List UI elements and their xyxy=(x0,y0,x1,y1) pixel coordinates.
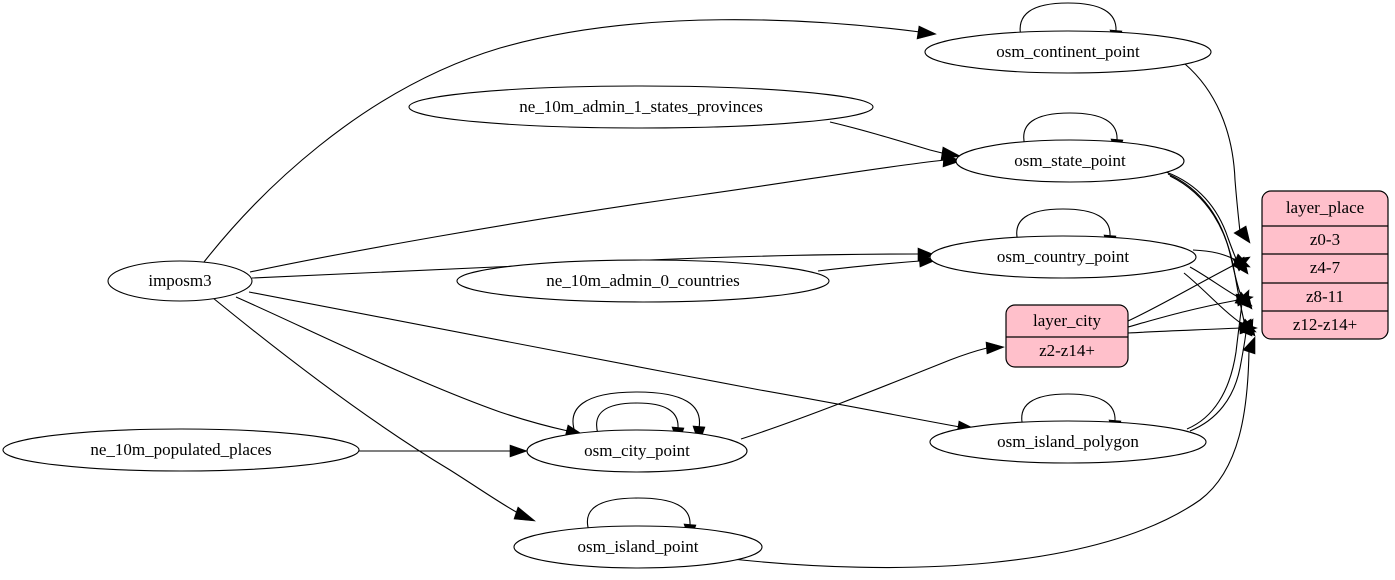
node-ne_10m_populated_places[interactable]: ne_10m_populated_places xyxy=(2,428,360,472)
node-shape[interactable] xyxy=(2,428,360,472)
edge-osm_island_point-to-layer_place-z12-z14 xyxy=(722,349,1250,569)
node-osm_state_point[interactable]: osm_state_point xyxy=(955,139,1185,183)
arrowhead xyxy=(1235,293,1254,307)
node-shape[interactable] xyxy=(456,259,830,303)
arrowhead xyxy=(985,341,1005,355)
self-loop-osm_country_point xyxy=(1016,208,1111,243)
record-row-z12-z14[interactable]: z12-z14+ xyxy=(1293,315,1357,334)
self-loop-osm_state_point xyxy=(1023,112,1118,147)
arrowhead xyxy=(513,506,536,522)
node-label: osm_continent_point xyxy=(996,42,1140,61)
edge-osm_state_point-to-layer_place-z12-z14 xyxy=(1169,175,1246,326)
edge-imposm3-to-osm_state_point xyxy=(249,159,946,273)
edge-imposm3-to-osm_continent_point xyxy=(203,19,921,263)
arrowhead xyxy=(1242,336,1256,355)
record-row-z2-z14[interactable]: z2-z14+ xyxy=(1039,341,1095,360)
self-loop-osm_city_point-inner xyxy=(596,402,679,435)
edge-osm_country_point-to-layer_place-z8-11 xyxy=(1189,266,1239,298)
node-ne_10m_admin_0_countries[interactable]: ne_10m_admin_0_countries xyxy=(456,259,830,303)
arrowhead xyxy=(916,25,937,40)
node-label: ne_10m_populated_places xyxy=(90,440,271,459)
record-background[interactable] xyxy=(1005,304,1129,368)
node-shape[interactable] xyxy=(929,235,1197,279)
edge-layer_city-to-layer_place-z12-z14 xyxy=(1127,327,1241,334)
node-imposm3[interactable]: imposm3 xyxy=(107,260,253,302)
node-shape[interactable] xyxy=(408,85,874,129)
edge-osm_country_point-to-layer_place-z4-7 xyxy=(1192,249,1237,261)
node-shape[interactable] xyxy=(526,429,748,473)
node-shape[interactable] xyxy=(924,30,1212,74)
edge-osm_continent_point-to-layer_place-z0-3 xyxy=(1184,63,1241,233)
node-osm_continent_point[interactable]: osm_continent_point xyxy=(924,30,1212,74)
record-row-title: layer_city xyxy=(1033,311,1101,330)
edge-osm_city_point-to-layer_city-z2-z14 xyxy=(740,347,988,440)
node-ne_10m_admin_1_states_provinces[interactable]: ne_10m_admin_1_states_provinces xyxy=(408,85,874,129)
node-shape[interactable] xyxy=(107,260,253,302)
record-row-title: layer_place xyxy=(1286,198,1364,217)
edge-layer_city-to-layer_place-z4-7 xyxy=(1127,263,1237,322)
edge-imposm3-to-osm_city_point xyxy=(235,296,569,432)
self-loop-osm_continent_point xyxy=(1019,2,1117,38)
edge-ne_10m_admin_0_countries-to-osm_country_point xyxy=(817,260,921,272)
node-label: osm_island_polygon xyxy=(997,432,1139,451)
edge-osm_country_point-to-layer_place-z12-z14 xyxy=(1183,272,1243,325)
record-row-z8-11[interactable]: z8-11 xyxy=(1306,287,1344,306)
arrowhead xyxy=(918,254,937,268)
node-shape[interactable] xyxy=(929,420,1207,464)
record-node-layer_place[interactable]: layer_place z0-3 z4-7 z8-11 z12-z14+ xyxy=(1261,190,1389,340)
arrowhead xyxy=(509,444,528,458)
node-osm_city_point[interactable]: osm_city_point xyxy=(526,429,748,473)
edge-layer_city-to-layer_place-z8-11 xyxy=(1127,299,1239,328)
record-node-layer_city[interactable]: layer_city z2-z14+ xyxy=(1005,304,1129,368)
arrowhead xyxy=(1233,225,1251,244)
node-label: osm_island_point xyxy=(578,537,699,556)
node-label: ne_10m_admin_1_states_provinces xyxy=(519,97,763,116)
arrowhead xyxy=(1232,256,1251,272)
node-label: osm_state_point xyxy=(1014,151,1126,170)
node-label: imposm3 xyxy=(148,271,211,290)
self-loop-osm_city_point-outer xyxy=(572,391,701,436)
self-loop-osm_island_polygon xyxy=(1021,393,1116,428)
node-osm_island_polygon[interactable]: osm_island_polygon xyxy=(929,420,1207,464)
edge-osm_island_polygon-to-layer_place-z12-z14 xyxy=(1189,331,1247,432)
self-loop-osm_island_point xyxy=(587,497,691,532)
edge-imposm3-to-osm_island_point xyxy=(212,297,519,514)
record-background[interactable] xyxy=(1261,190,1389,340)
node-shape[interactable] xyxy=(513,525,763,569)
arrowhead xyxy=(1239,321,1258,335)
edge-osm_state_point-to-layer_place-z4-7 xyxy=(1165,171,1239,264)
edge-ne_10m_admin_1_states_provinces-to-osm_state_point xyxy=(829,121,943,154)
node-label: ne_10m_admin_0_countries xyxy=(546,271,740,290)
record-row-z4-7[interactable]: z4-7 xyxy=(1310,258,1341,277)
node-shape[interactable] xyxy=(955,139,1185,183)
arrowhead xyxy=(940,146,961,161)
node-label: osm_city_point xyxy=(584,441,690,460)
edge-osm_state_point-to-layer_place-z8-11 xyxy=(1167,173,1243,299)
record-row-z0-3[interactable]: z0-3 xyxy=(1310,230,1340,249)
edge-imposm3-to-osm_island_polygon xyxy=(248,291,961,428)
node-layer: imposm3 ne_10m_admin_1_states_provinces … xyxy=(2,30,1212,569)
record-node-layer: layer_place z0-3 z4-7 z8-11 z12-z14+ lay… xyxy=(1005,190,1389,368)
node-osm_country_point[interactable]: osm_country_point xyxy=(929,235,1197,279)
node-label: osm_country_point xyxy=(997,247,1129,266)
edge-osm_island_polygon-to-layer_place-z8-11 xyxy=(1186,302,1243,430)
node-osm_island_point[interactable]: osm_island_point xyxy=(513,525,763,569)
